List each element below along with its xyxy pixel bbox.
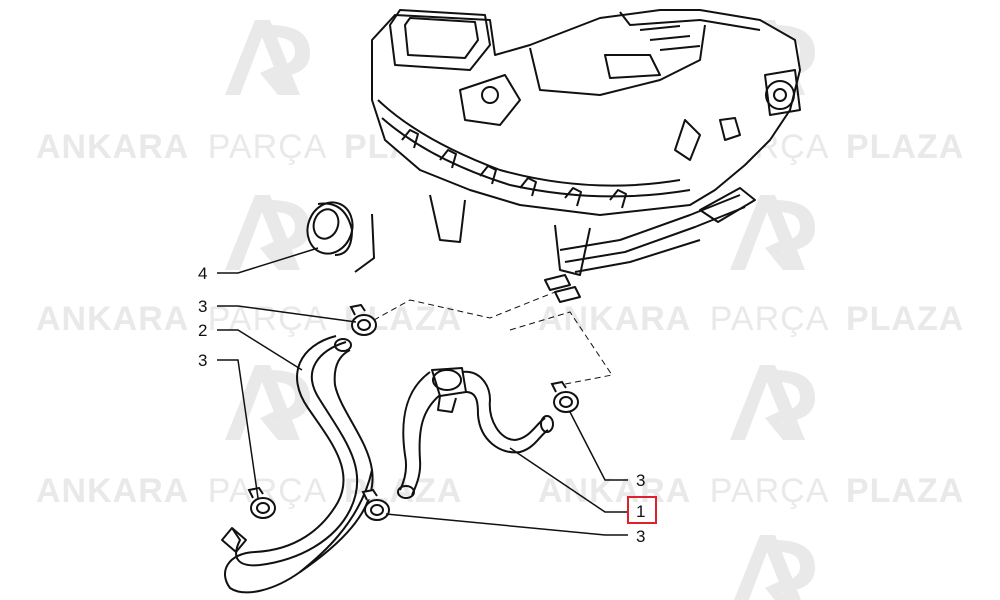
hose-left [221, 335, 374, 594]
hose-right [397, 367, 554, 499]
reference-lines [364, 289, 613, 386]
watermark-logo [225, 195, 310, 270]
leader-lines [217, 247, 628, 536]
watermark-text: ANKARA PARÇA PLAZA [538, 300, 964, 338]
grommet-seal [306, 201, 376, 273]
watermark-text: ANKARA PARÇA PLAZA [36, 300, 462, 338]
watermark-logo [730, 195, 815, 270]
watermark-logo [730, 365, 815, 440]
callout-1-highlight-box [627, 496, 657, 524]
clamp [361, 488, 390, 521]
heater-housing [371, 9, 801, 303]
clamp [247, 486, 276, 519]
callout-1: 1 [636, 502, 645, 521]
callout-3: 3 [636, 527, 645, 546]
clamp [550, 380, 579, 413]
watermark-logo [225, 20, 310, 95]
watermark-logo [734, 535, 815, 600]
watermark-text: ANKARA PARÇA PLAZA [538, 472, 964, 510]
clamp [349, 303, 377, 336]
callout-4: 4 [198, 264, 207, 283]
callout-3: 3 [198, 297, 207, 316]
callout-3: 3 [198, 351, 207, 370]
callout-3: 3 [636, 471, 645, 490]
callout-2: 2 [198, 321, 207, 340]
